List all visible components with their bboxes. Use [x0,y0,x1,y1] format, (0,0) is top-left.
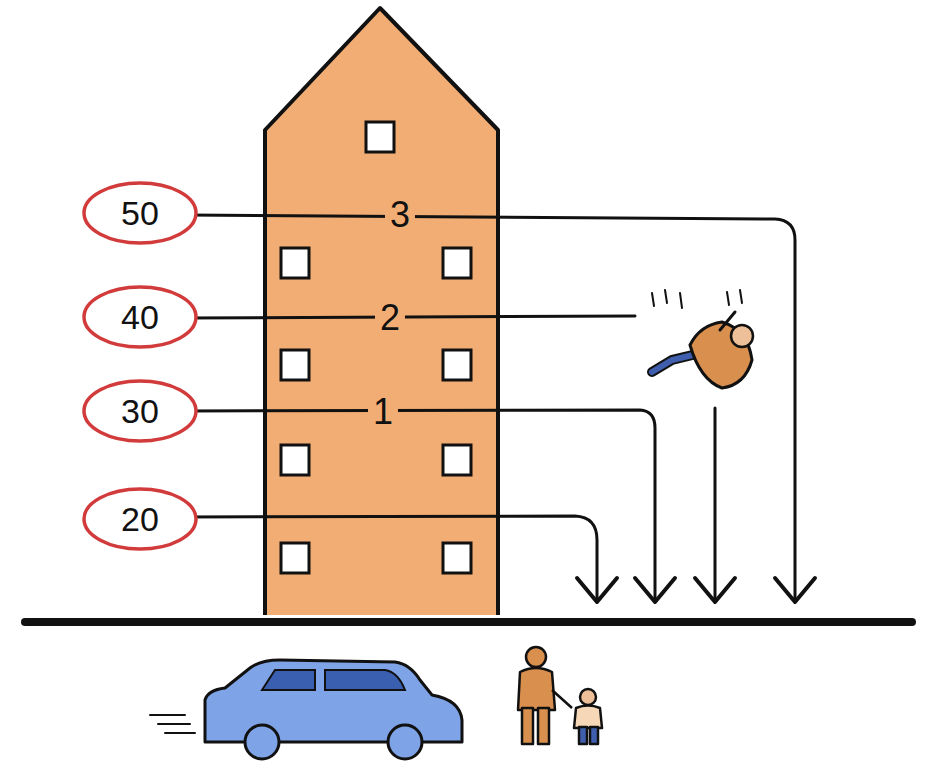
building [265,8,498,615]
floor-number: 3 [385,197,415,233]
speed-value: 20 [121,502,159,536]
fall-lines [185,215,795,600]
speed-limit-sign: 40 [80,283,200,351]
sign-ring [84,381,196,441]
speed-limit-sign: 30 [80,377,200,445]
car [150,660,462,759]
speed-value: 40 [121,300,159,334]
sign-ring [84,287,196,347]
sign-ring [84,489,196,549]
falling-person [652,290,753,388]
pedestrians [518,647,602,744]
sign-ring [84,183,196,243]
speed-limit-sign: 20 [80,485,200,553]
speed-value: 30 [121,394,159,428]
arrow-heads [577,578,815,602]
floor-number: 1 [368,394,398,430]
speed-value: 50 [121,196,159,230]
floor-number: 2 [375,300,405,336]
speed-limit-sign: 50 [80,179,200,247]
ground-line [25,618,912,626]
windows [281,122,471,573]
